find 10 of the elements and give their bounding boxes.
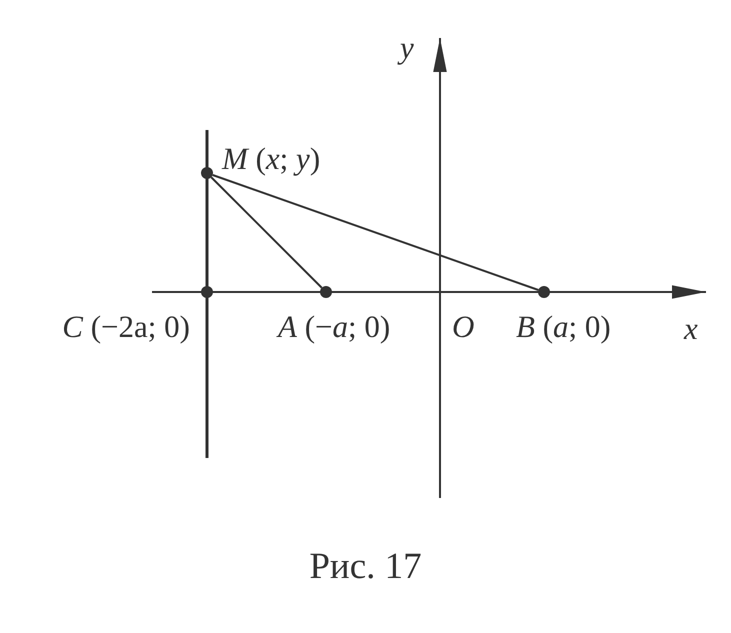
origin-label: O	[452, 311, 474, 342]
point-label: M (x; y)	[222, 143, 320, 174]
figure-caption: Рис. 17	[309, 548, 422, 585]
line-segment	[212, 174, 539, 291]
point-label: A (−a; 0)	[278, 311, 390, 342]
axis-label: x	[684, 313, 698, 344]
line-segment	[210, 176, 322, 288]
point-label: C (−2a; 0)	[62, 311, 190, 342]
point-label: B (a; 0)	[516, 311, 611, 342]
axis-label: y	[400, 32, 414, 63]
